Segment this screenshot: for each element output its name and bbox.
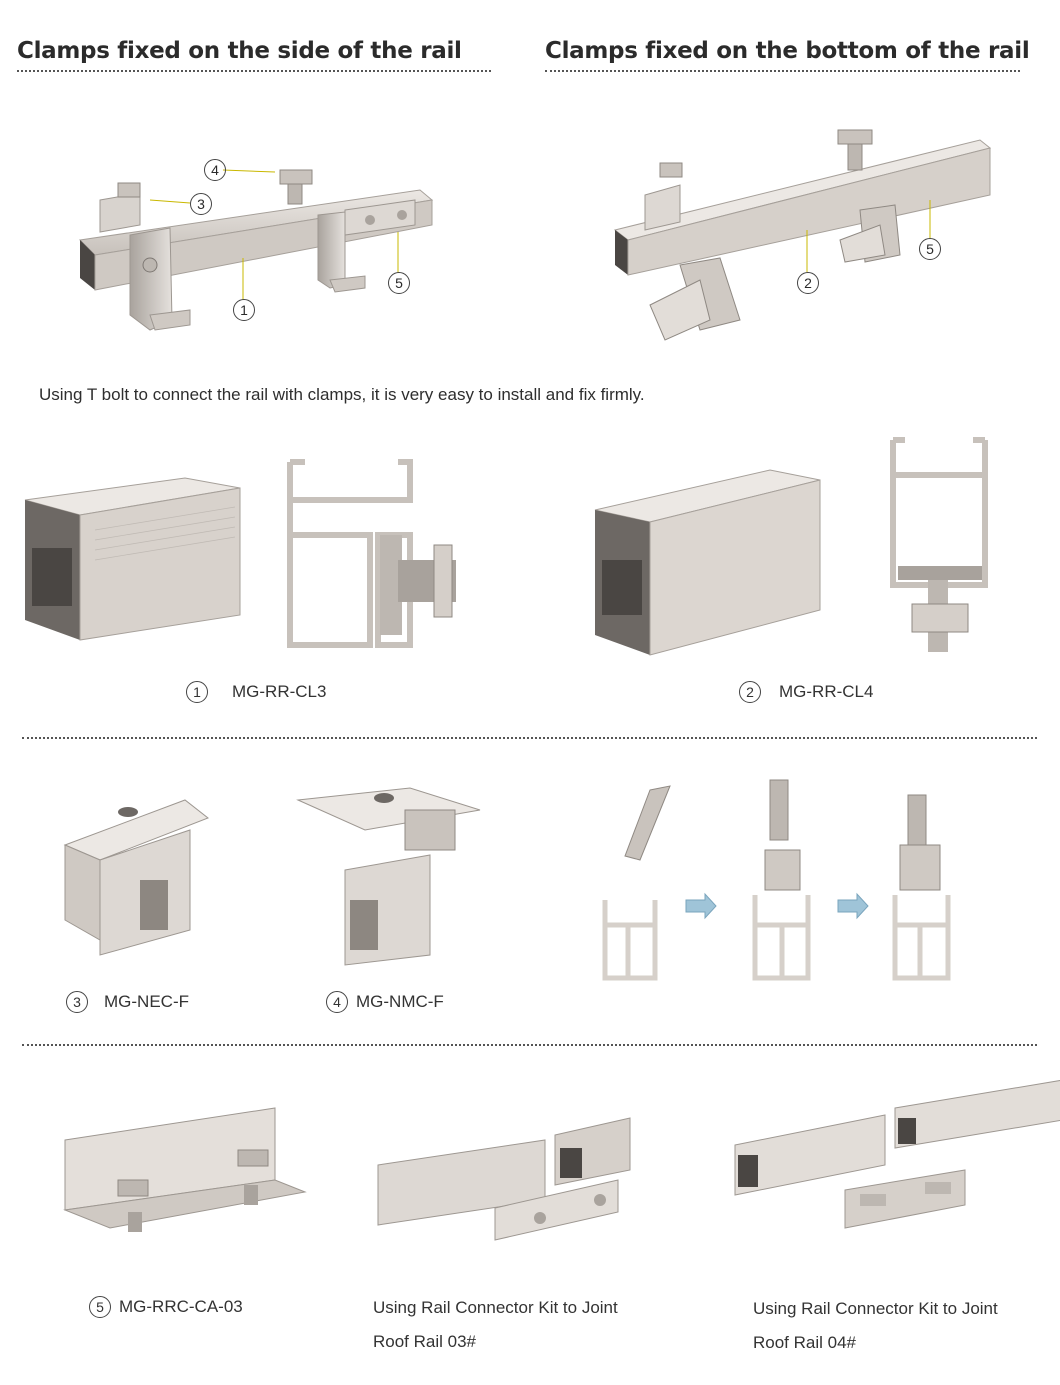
product-number-1: 1 [186, 681, 208, 703]
callout-5: 5 [388, 272, 410, 294]
callout-2: 2 [797, 272, 819, 294]
product-code-5: MG-RRC-CA-03 [119, 1297, 243, 1316]
heading-divider-right [545, 70, 1020, 72]
product-label-3: 3 MG-NEC-F [66, 991, 189, 1013]
product-code-1: MG-RR-CL3 [232, 682, 327, 701]
caption-rail03-line1: Using Rail Connector Kit to Joint [373, 1298, 618, 1317]
product-number-3: 3 [66, 991, 88, 1013]
callout-3: 3 [190, 193, 212, 215]
intro-text: Using T bolt to connect the rail with cl… [39, 385, 645, 404]
product-label-4: 4 MG-NMC-F [326, 991, 444, 1013]
heading-bottom-clamps: Clamps fixed on the bottom of the rail [545, 38, 1030, 64]
callout-4: 4 [204, 159, 226, 181]
product-number-5: 5 [89, 1296, 111, 1318]
callout-1: 1 [233, 299, 255, 321]
heading-side-clamps: Clamps fixed on the side of the rail [17, 38, 462, 64]
product-code-4: MG-NMC-F [356, 992, 444, 1011]
heading-divider-left [17, 70, 491, 72]
product-label-1: 1 MG-RR-CL3 [186, 681, 326, 703]
callout-5-bottom: 5 [919, 238, 941, 260]
caption-rail04-line2: Roof Rail 04# [753, 1333, 857, 1352]
section-divider-2 [22, 1044, 1037, 1046]
product-code-3: MG-NEC-F [104, 992, 189, 1011]
product-label-5: 5 MG-RRC-CA-03 [89, 1296, 243, 1318]
product-number-2: 2 [739, 681, 761, 703]
product-number-4: 4 [326, 991, 348, 1013]
caption-rail03-line2: Roof Rail 03# [373, 1332, 477, 1351]
product-label-2: 2 MG-RR-CL4 [739, 681, 873, 703]
section-divider-1 [22, 737, 1037, 739]
caption-rail04-line1: Using Rail Connector Kit to Joint [753, 1299, 998, 1318]
product-code-2: MG-RR-CL4 [779, 682, 874, 701]
